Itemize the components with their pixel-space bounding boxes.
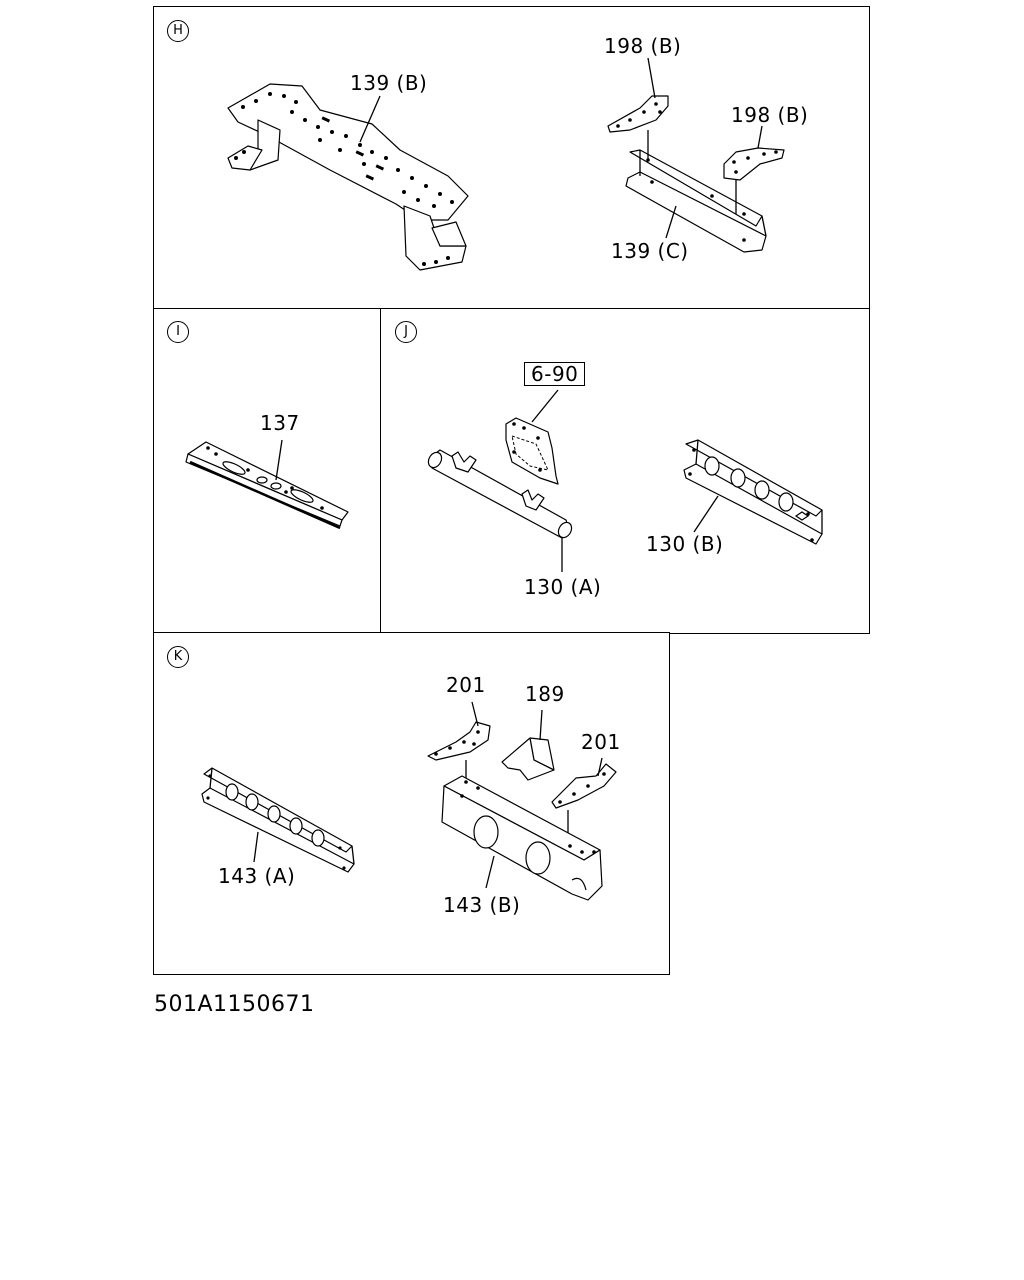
callout-198b-right: 198 (B) [731, 103, 809, 127]
callout-137: 137 [260, 411, 300, 435]
figure-code: 501A1150671 [154, 992, 315, 1017]
part-6-90-bracket [505, 417, 559, 485]
part-130a-tube [427, 449, 573, 539]
callout-139c: 139 (C) [611, 239, 689, 263]
part-201-right [551, 763, 617, 809]
part-137 [185, 441, 349, 530]
panel-j-letter: J [395, 321, 417, 343]
part-198b-right [723, 147, 785, 181]
panel-k-letter: K [167, 646, 189, 668]
callout-189: 189 [525, 682, 565, 706]
part-139c [625, 149, 767, 253]
panel-i [153, 308, 382, 634]
callout-130a: 130 (A) [524, 575, 602, 599]
panel-label-h: H [167, 20, 189, 42]
callout-143a: 143 (A) [218, 864, 296, 888]
part-143a [201, 767, 355, 873]
panel-i-letter: I [167, 321, 189, 343]
panel-label-k: K [167, 646, 189, 668]
callout-139b: 139 (B) [350, 71, 428, 95]
part-201-left [427, 721, 491, 761]
part-139b [227, 83, 469, 271]
panel-label-i: I [167, 321, 189, 343]
callout-198b-left: 198 (B) [604, 34, 682, 58]
part-189 [501, 737, 555, 781]
callout-201-right: 201 [581, 730, 621, 754]
part-130b-channel [683, 439, 823, 545]
panel-h-letter: H [167, 20, 189, 42]
callout-6-90: 6-90 [524, 362, 586, 386]
callout-143b: 143 (B) [443, 893, 521, 917]
callout-201-left: 201 [446, 673, 486, 697]
part-143b [441, 775, 603, 901]
panel-label-j: J [395, 321, 417, 343]
part-198b-left [607, 95, 669, 133]
callout-130b: 130 (B) [646, 532, 724, 556]
